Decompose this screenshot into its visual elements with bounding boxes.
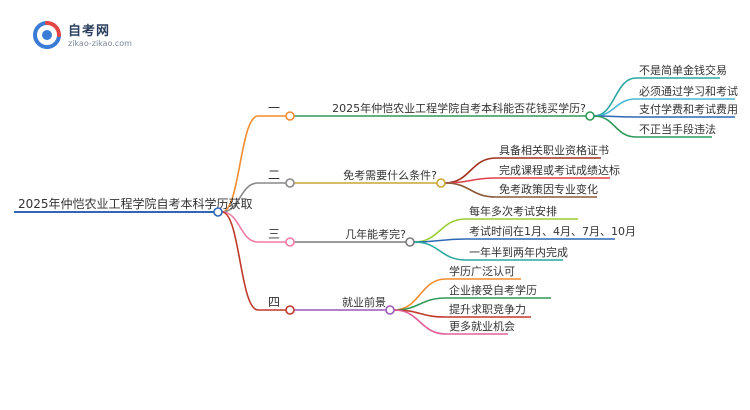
branch-index-dot [285, 305, 295, 315]
branch-index-dot [285, 178, 295, 188]
branch-label-dot [405, 237, 415, 247]
branch-connector [221, 182, 259, 213]
branch-label[interactable]: 免考需要什么条件? [343, 168, 437, 182]
child-label[interactable]: 考试时间在1月、4月、7月、10月 [469, 225, 636, 238]
branch-index: 二 [268, 168, 280, 182]
child-label[interactable]: 学历广泛认可 [449, 264, 515, 278]
site-logo[interactable]: 自考网 zikao-zikao.com [30, 18, 170, 54]
child-label[interactable]: 每年多次考试安排 [469, 204, 557, 218]
child-connector [393, 278, 447, 311]
logo-mark-icon [33, 21, 61, 49]
child-label[interactable]: 完成课程或考试成绩达标 [499, 163, 620, 177]
branch-label-dot [585, 111, 595, 121]
branch-index: 三 [268, 227, 280, 241]
child-label[interactable]: 必须通过学习和考试 [639, 84, 738, 98]
child-connector [593, 115, 637, 138]
branch-label[interactable]: 2025年仲恺农业工程学院自考本科能否花钱买学历? [332, 101, 586, 115]
logo-subtitle: zikao-zikao.com [68, 39, 132, 48]
child-label[interactable]: 不正当手段违法 [639, 122, 716, 136]
child-label[interactable]: 不是简单金钱交易 [639, 63, 727, 77]
child-connector [444, 157, 497, 184]
child-label[interactable]: 提升求职竞争力 [449, 302, 526, 316]
branch-index: 一 [268, 101, 280, 115]
branch-label-dot [385, 305, 395, 315]
branch-label-dot [436, 178, 446, 188]
root-node-dot [213, 207, 223, 217]
root-label[interactable]: 2025年仲恺农业工程学院自考本科学历获取 [18, 196, 253, 211]
child-label[interactable]: 一年半到两年内完成 [469, 245, 568, 259]
child-label[interactable]: 企业接受自考学历 [449, 283, 537, 297]
branch-label[interactable]: 就业前景 [342, 295, 386, 309]
branch-label[interactable]: 几年能考完? [345, 227, 406, 241]
child-label[interactable]: 支付学费和考试费用 [639, 102, 738, 116]
child-connector [593, 98, 637, 117]
child-connector [593, 77, 637, 117]
child-connector [413, 241, 467, 261]
child-label[interactable]: 具备相关职业资格证书 [499, 143, 609, 157]
logo-title: 自考网 [68, 24, 111, 39]
branch-index-dot [285, 237, 295, 247]
child-label[interactable]: 免考政策因专业变化 [499, 182, 598, 196]
branch-connector [221, 115, 259, 213]
child-connector [393, 309, 447, 335]
child-label[interactable]: 更多就业机会 [449, 319, 515, 333]
branch-index: 四 [268, 295, 280, 309]
branch-connector [221, 211, 259, 243]
child-connector [444, 177, 497, 184]
child-connector [444, 182, 497, 198]
branch-index-dot [285, 111, 295, 121]
branch-connector [221, 211, 259, 311]
